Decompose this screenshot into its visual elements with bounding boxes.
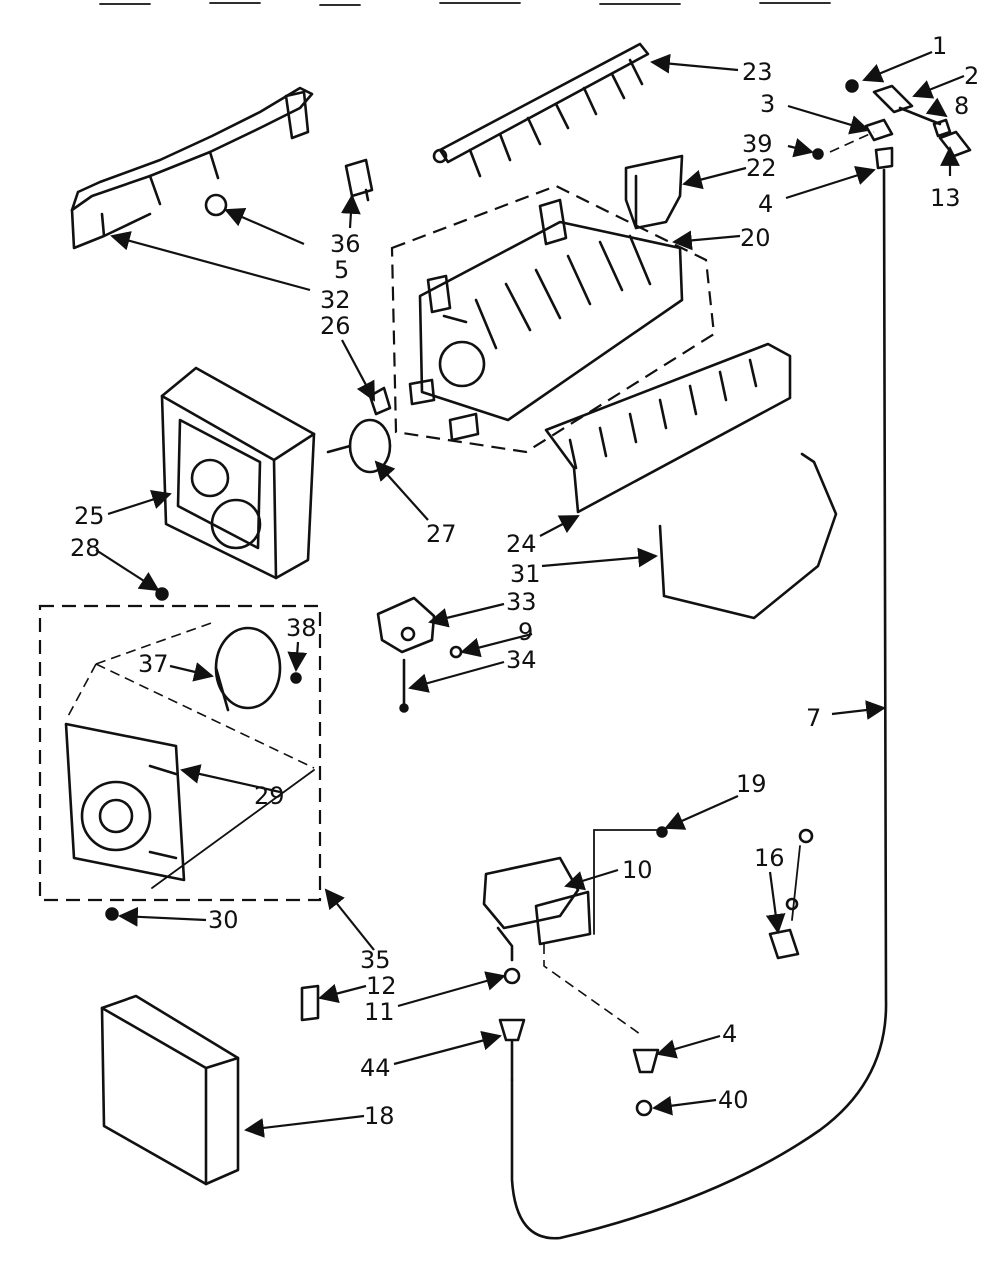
callout-35: 35 [360, 946, 391, 974]
part-24-rail [544, 342, 792, 514]
callout-23: 23 [742, 58, 773, 86]
callout-4-top: 4 [758, 190, 773, 218]
callout-11: 11 [364, 998, 395, 1026]
part-10-valve [482, 829, 659, 962]
part-23-ejector [432, 42, 650, 178]
part-26-clip [368, 386, 392, 416]
callout-2: 2 [964, 62, 979, 90]
part-37-motor [214, 626, 282, 712]
part-40-nut [635, 1099, 653, 1117]
dash-connector-valve [543, 944, 641, 1035]
callout-22: 22 [746, 154, 777, 182]
callout-3: 3 [760, 90, 775, 118]
part-44-fitting [498, 1018, 526, 1082]
callout-29: 29 [254, 782, 285, 810]
callout-18: 18 [364, 1102, 395, 1130]
callout-31: 31 [510, 560, 541, 588]
part-20-mold [390, 184, 716, 454]
leader-lines [95, 50, 965, 1138]
part-19-screw [656, 826, 668, 838]
callout-40: 40 [718, 1086, 749, 1114]
part-27-thermostat [326, 418, 392, 474]
part-30-screw [105, 907, 119, 921]
part-31-bail [658, 452, 838, 620]
callout-38: 38 [286, 614, 317, 642]
callout-5: 5 [334, 256, 349, 284]
callout-39: 39 [742, 130, 773, 158]
part-11-nut [503, 967, 521, 985]
callout-32: 32 [320, 286, 351, 314]
callout-10: 10 [622, 856, 653, 884]
callout-26: 26 [320, 312, 351, 340]
part-18-cover [100, 994, 240, 1186]
top-edge-fragments [99, 2, 831, 6]
callout-7: 7 [806, 704, 821, 732]
callout-37: 37 [138, 650, 169, 678]
callouts: 1 2 3 8 39 13 22 4 23 20 36 5 32 26 27 2… [70, 32, 979, 1130]
callout-16: 16 [754, 844, 785, 872]
part-32-arm [70, 86, 314, 250]
callout-34: 34 [506, 646, 537, 674]
part-4-fitting-lower [632, 1048, 660, 1074]
callout-1: 1 [932, 32, 947, 60]
part-25-housing [160, 366, 316, 580]
callout-9: 9 [518, 618, 533, 646]
part-29-module [64, 722, 186, 882]
upper-right-fittings [812, 79, 972, 170]
callout-20: 20 [740, 224, 771, 252]
callout-8: 8 [954, 92, 969, 120]
part-35-dashed-group [38, 604, 322, 902]
part-7-tube [510, 168, 888, 1240]
part-36-switch [344, 158, 374, 208]
callout-25: 25 [74, 502, 105, 530]
part-33-bracket [376, 596, 463, 713]
callout-19: 19 [736, 770, 767, 798]
callout-13: 13 [930, 184, 961, 212]
part-22-cup [624, 154, 684, 230]
part-38-screw [290, 672, 302, 684]
callout-36: 36 [330, 230, 361, 258]
callout-27: 27 [426, 520, 457, 548]
callout-4-bottom: 4 [722, 1020, 737, 1048]
callout-12: 12 [366, 972, 397, 1000]
callout-44: 44 [360, 1054, 391, 1082]
part-12-plug [300, 984, 320, 1022]
callout-24: 24 [506, 530, 537, 558]
callout-28: 28 [70, 534, 101, 562]
callout-30: 30 [208, 906, 239, 934]
callout-33: 33 [506, 588, 537, 616]
